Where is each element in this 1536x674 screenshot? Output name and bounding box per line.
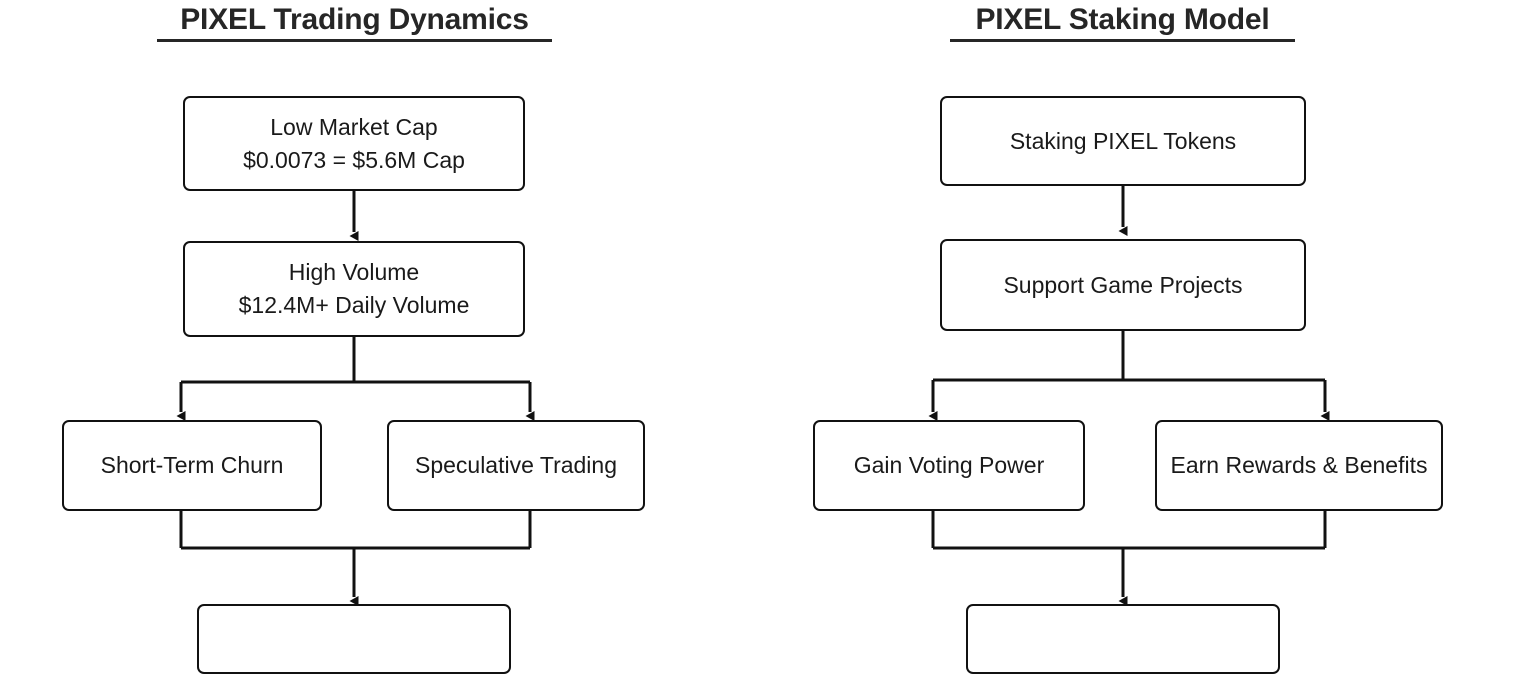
node-staking-bottom-cutoff[interactable] bbox=[966, 604, 1280, 674]
node-short-term-churn-label: Short-Term Churn bbox=[100, 452, 284, 479]
node-support-game-projects-label: Support Game Projects bbox=[1003, 271, 1243, 298]
node-speculative-trading[interactable]: Speculative Trading bbox=[387, 420, 645, 511]
node-earn-rewards-benefits-label: Earn Rewards & Benefits bbox=[1170, 452, 1428, 479]
node-high-volume[interactable]: High Volume $12.4M+ Daily Volume bbox=[183, 241, 525, 337]
node-low-market-cap-line1: Low Market Cap bbox=[270, 113, 438, 140]
node-gain-voting-power[interactable]: Gain Voting Power bbox=[813, 420, 1085, 511]
node-trading-bottom-cutoff[interactable] bbox=[197, 604, 511, 674]
title-trading-dynamics: PIXEL Trading Dynamics bbox=[157, 4, 552, 42]
node-staking-pixel-tokens-label: Staking PIXEL Tokens bbox=[1009, 127, 1237, 154]
node-earn-rewards-benefits[interactable]: Earn Rewards & Benefits bbox=[1155, 420, 1443, 511]
node-high-volume-line2: $12.4M+ Daily Volume bbox=[238, 292, 470, 318]
node-short-term-churn[interactable]: Short-Term Churn bbox=[62, 420, 322, 511]
node-gain-voting-power-label: Gain Voting Power bbox=[853, 452, 1045, 479]
node-low-market-cap[interactable]: Low Market Cap $0.0073 = $5.6M Cap bbox=[183, 96, 525, 191]
node-speculative-trading-label: Speculative Trading bbox=[414, 452, 617, 479]
node-high-volume-line1: High Volume bbox=[288, 259, 420, 286]
node-staking-pixel-tokens[interactable]: Staking PIXEL Tokens bbox=[940, 96, 1306, 186]
title-staking-model: PIXEL Staking Model bbox=[950, 4, 1295, 42]
node-low-market-cap-line2: $0.0073 = $5.6M Cap bbox=[243, 146, 465, 173]
node-support-game-projects[interactable]: Support Game Projects bbox=[940, 239, 1306, 331]
flowchart-canvas: PIXEL Trading Dynamics Low Market Cap $0… bbox=[62, 4, 1443, 674]
